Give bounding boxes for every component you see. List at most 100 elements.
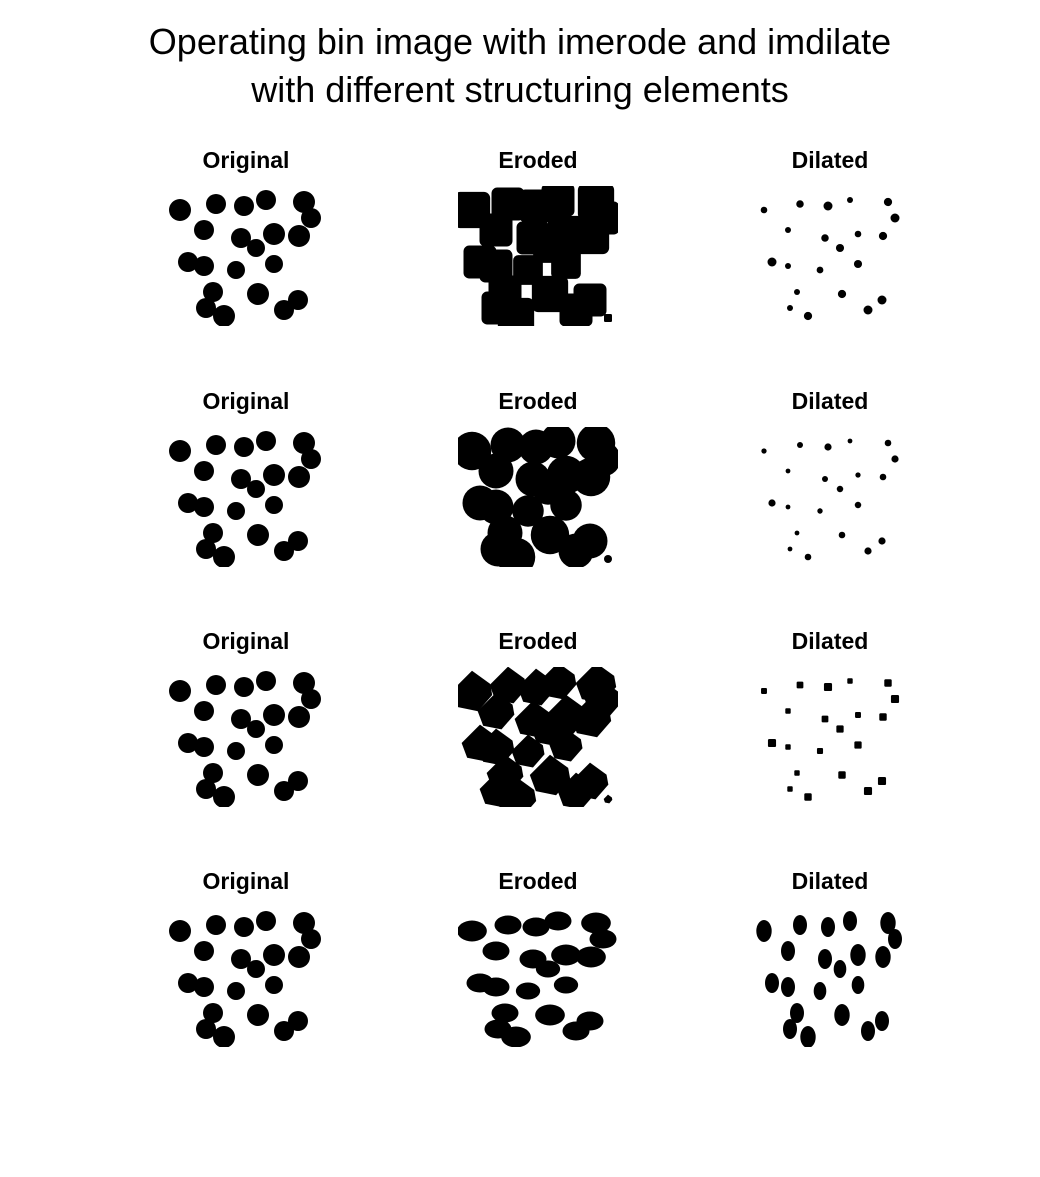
blob — [834, 1004, 850, 1026]
blob — [274, 781, 294, 801]
binary-image-dilated-row-1 — [760, 197, 900, 321]
blob — [863, 305, 873, 315]
blob — [203, 1003, 223, 1023]
blob — [203, 763, 223, 783]
blob — [785, 708, 791, 714]
blob — [576, 946, 606, 968]
blob — [206, 435, 226, 455]
blob — [531, 275, 569, 313]
blob — [880, 912, 896, 934]
blob — [823, 201, 833, 211]
blob — [847, 197, 853, 203]
subplot-title-eroded-row-1: Eroded — [498, 147, 578, 173]
image-panel-original-row-4 — [166, 907, 326, 1047]
binary-image-original-row-2 — [169, 431, 321, 567]
blob — [491, 187, 525, 221]
image-panel-dilated-row-3 — [750, 667, 910, 807]
blob — [231, 949, 251, 969]
blob — [478, 453, 514, 489]
blob — [790, 1003, 804, 1023]
blob — [203, 282, 223, 302]
subplot-title-eroded-row-4: Eroded — [498, 868, 578, 894]
blob — [879, 713, 887, 721]
blob — [169, 920, 191, 942]
blob — [838, 771, 846, 779]
blob — [206, 675, 226, 695]
blob — [512, 495, 544, 527]
blob — [562, 1021, 590, 1041]
blob — [877, 295, 887, 305]
binary-image-original-row-1 — [169, 190, 321, 326]
blob — [541, 186, 575, 217]
blob — [878, 537, 886, 545]
blob — [781, 941, 795, 961]
blob — [288, 706, 310, 728]
blob — [458, 670, 493, 712]
blob — [256, 190, 276, 210]
blob — [803, 311, 813, 321]
blob — [194, 220, 214, 240]
blob — [293, 432, 315, 454]
blob — [539, 667, 577, 700]
blob — [854, 741, 862, 749]
blob — [768, 499, 776, 507]
subplot-title-dilated-row-2: Dilated — [791, 388, 869, 414]
figure-title-line-2: with different structuring elements — [251, 69, 789, 110]
blob — [794, 770, 800, 776]
binary-image-dilated-row-3 — [761, 678, 900, 801]
blob — [194, 977, 214, 997]
blob — [851, 976, 865, 994]
blob — [847, 678, 853, 684]
blob — [550, 489, 582, 521]
blob — [847, 438, 853, 444]
blob — [888, 929, 902, 949]
blob — [785, 263, 791, 269]
blob — [288, 531, 308, 551]
blob — [796, 681, 804, 689]
subplot-title-original-row-2: Original — [202, 388, 290, 414]
blob — [855, 472, 861, 478]
blob — [497, 297, 535, 326]
blob — [785, 227, 791, 233]
blob — [265, 496, 283, 514]
blob — [263, 704, 285, 726]
subplot-title-eroded-row-2: Eroded — [498, 388, 578, 414]
blob — [263, 223, 285, 245]
blob — [890, 694, 900, 704]
blob — [850, 944, 866, 966]
image-panel-dilated-row-1 — [750, 186, 910, 326]
blob — [535, 1004, 565, 1026]
blob — [817, 508, 823, 514]
blob — [489, 667, 527, 704]
blob — [227, 502, 245, 520]
blob — [227, 982, 245, 1000]
blob — [231, 228, 251, 248]
blob — [821, 917, 835, 937]
blob — [213, 786, 235, 807]
blob — [231, 709, 251, 729]
blob — [274, 541, 294, 561]
blob — [234, 917, 254, 937]
blob — [557, 772, 595, 807]
blob — [288, 1011, 308, 1031]
blob — [247, 239, 265, 257]
blob — [571, 457, 611, 497]
blob — [301, 689, 321, 709]
blob — [288, 466, 310, 488]
blob — [854, 230, 862, 238]
blob — [169, 680, 191, 702]
blob — [875, 1011, 889, 1031]
blob — [818, 949, 832, 969]
blob — [227, 261, 245, 279]
blob — [837, 289, 847, 299]
blob — [794, 530, 800, 536]
blob — [491, 1003, 519, 1023]
blob — [256, 431, 276, 451]
blob — [793, 915, 807, 935]
binary-image-original-row-4 — [169, 911, 321, 1047]
blob — [785, 744, 791, 750]
blob — [194, 497, 214, 517]
blob — [293, 672, 315, 694]
blob — [301, 929, 321, 949]
binary-image-eroded-row-1 — [458, 186, 618, 326]
